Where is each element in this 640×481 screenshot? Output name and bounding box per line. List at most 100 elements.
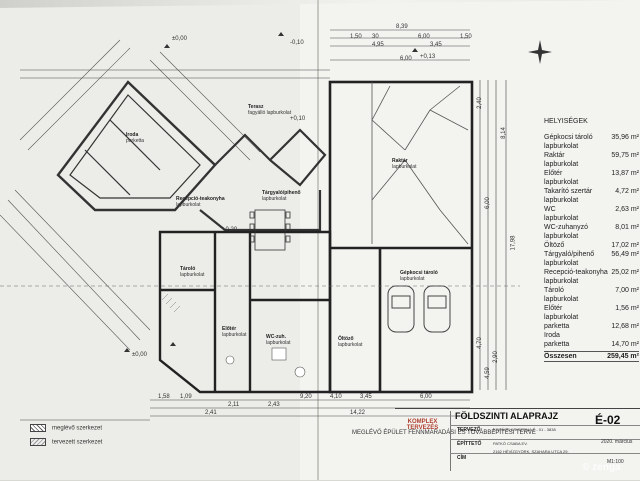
- address-value: 2162 HÉVÍZGYÖRK, SZAHARA UTCA 29.: [493, 449, 569, 454]
- schedule-room-name: Tároló: [544, 287, 564, 294]
- dim-label: 1,09: [180, 394, 192, 400]
- schedule-row: lapburkolat: [544, 295, 639, 304]
- dim-label: 4,95: [372, 42, 384, 48]
- designer-name: KOVÁCS KRISZTINA É - 01 - 3838: [493, 427, 556, 432]
- schedule-room-name: lapburkolat: [544, 260, 579, 267]
- schedule-room-name: Előtér: [544, 305, 563, 312]
- schedule-row: lapburkolat: [544, 232, 639, 241]
- dim-label: 3,45: [430, 42, 442, 48]
- dim-label: 8,39: [396, 24, 408, 30]
- schedule-row: WC-zuhanyzó 8,01 m²: [544, 223, 639, 232]
- dim-label: 2,40: [476, 97, 483, 109]
- builder-name: PATKÓ CSABA EV.: [493, 441, 528, 446]
- schedule-room-area: 35,96 m²: [611, 134, 639, 141]
- room-label: WC-zuh.lapburkolat: [266, 334, 291, 346]
- elevation-label: +0,10: [290, 116, 306, 122]
- dim-label: 6,00: [484, 197, 491, 209]
- dim-label: 2,41: [205, 410, 217, 416]
- dim-label: 8,14: [500, 127, 507, 139]
- schedule-room-area: 56,49 m²: [611, 251, 639, 258]
- legend-swatch-existing: [30, 424, 46, 432]
- schedule-room-area: 7,00 m²: [615, 287, 639, 294]
- schedule-row: lapburkolat: [544, 214, 639, 223]
- schedule-room-name: Öltöző: [544, 242, 565, 249]
- elevation-label: ±0,00: [172, 36, 187, 42]
- north-arrow-icon: [528, 40, 552, 64]
- dim-label: 2,43: [268, 402, 280, 408]
- dim-label: 1,58: [158, 394, 170, 400]
- elevation-label: +0,20: [222, 227, 238, 233]
- sheet-title: FÖLDSZINTI ALAPRAJZ: [455, 411, 559, 421]
- dim-label: 2,90: [492, 351, 499, 363]
- date-label: 2020. március: [601, 439, 633, 445]
- dim-label: 30: [372, 34, 379, 40]
- schedule-total-row: Összesen 259,45 m²: [544, 351, 639, 362]
- schedule-room-name: Takarító szertár: [544, 188, 593, 195]
- schedule-room-area: 17,02 m²: [611, 242, 639, 249]
- title-block: KOMPLEX TERVEZÉS FÖLDSZINTI ALAPRAJZ É-0…: [395, 408, 640, 481]
- schedule-room-name: WC-zuhanyzó: [544, 224, 588, 231]
- schedule-row: lapburkolat: [544, 196, 639, 205]
- schedule-room-area: 25,02 m²: [611, 269, 639, 276]
- designer-label: TERVEZŐ: [457, 427, 481, 433]
- schedule-total-label: Összesen: [544, 353, 577, 360]
- schedule-room-area: 8,01 m²: [615, 224, 639, 231]
- project-title: MEGLÉVŐ ÉPÜLET FENNMARADÁSI ÉS TOVÁBBÉPÍ…: [352, 430, 536, 436]
- legend-existing: meglévő szerkezet: [30, 424, 102, 432]
- dim-label: 1,50: [350, 34, 362, 40]
- schedule-room-name: Raktár: [544, 152, 565, 159]
- legend-swatch-planned: [30, 438, 46, 446]
- dim-label: 4,70: [476, 337, 483, 349]
- scale-label: M1:100: [607, 459, 624, 465]
- dim-label: 4,59: [484, 367, 491, 379]
- schedule-room-name: parketta: [544, 341, 570, 348]
- firm-logo: KOMPLEX TERVEZÉS: [395, 411, 451, 471]
- schedule-room-area: 2,63 m²: [615, 206, 639, 213]
- schedule-room-name: lapburkolat: [544, 278, 579, 285]
- watermark: © zenga: [582, 462, 621, 473]
- schedule-room-name: Iroda: [544, 332, 560, 339]
- schedule-room-area: 4,72 m²: [615, 188, 639, 195]
- elevation-label: +0,13: [420, 54, 436, 60]
- address-label: CÍM: [457, 455, 467, 461]
- dim-label: 9,20: [300, 394, 312, 400]
- dim-label: 2,11: [228, 402, 240, 408]
- schedule-room-name: lapburkolat: [544, 197, 579, 204]
- dim-label: 6,00: [420, 394, 432, 400]
- dim-label: 14,22: [350, 410, 366, 416]
- builder-label: ÉPÍTTETŐ: [457, 441, 482, 447]
- schedule-room-name: lapburkolat: [544, 314, 579, 321]
- schedule-total-value: 259,45 m²: [607, 353, 639, 360]
- dim-label: 3,45: [360, 394, 372, 400]
- schedule-row: lapburkolat: [544, 160, 639, 169]
- schedule-room-name: WC: [544, 206, 556, 213]
- schedule-room-area: 1,56 m²: [615, 305, 639, 312]
- dim-label: 4,10: [330, 394, 342, 400]
- dim-label: 6,00: [400, 56, 412, 62]
- elevation-label: ±0,00: [132, 352, 147, 358]
- schedule-room-area: 12,68 m²: [611, 323, 639, 330]
- dim-label: 17,98: [510, 235, 517, 251]
- schedule-row: lapburkolat: [544, 313, 639, 322]
- schedule-row: Raktár 59,75 m²: [544, 151, 639, 160]
- schedule-row: Előtér 1,56 m²: [544, 304, 639, 313]
- schedule-room-name: Előtér: [544, 170, 563, 177]
- legend-planned: tervezett szerkezet: [30, 438, 102, 446]
- schedule-row: WC 2,63 m²: [544, 205, 639, 214]
- schedule-room-area: 14,70 m²: [611, 341, 639, 348]
- schedule-row: lapburkolat: [544, 259, 639, 268]
- schedule-room-area: 59,75 m²: [611, 152, 639, 159]
